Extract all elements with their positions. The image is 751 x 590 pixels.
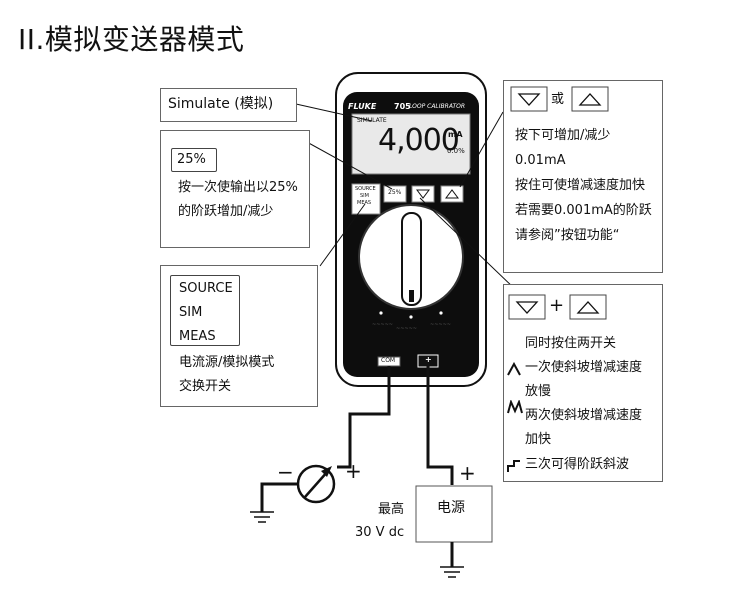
callout-simulate-text: Simulate (模拟) <box>168 96 274 112</box>
meter-model: 705 <box>394 102 411 111</box>
leader-percent <box>295 135 393 190</box>
callout-mode-key2: SIM <box>179 305 203 320</box>
callout-combo-desc1: 同时按住两开关 <box>525 336 617 351</box>
percent-key <box>383 185 407 203</box>
supply-plus: + <box>459 461 476 485</box>
down-key <box>411 185 435 203</box>
leader-arrows-combo <box>419 197 517 291</box>
callout-arrows-or: 或 <box>551 92 565 107</box>
callout-arrows-desc4: 若需要0.001mA的阶跃 <box>515 203 652 218</box>
plus-wire <box>426 366 454 485</box>
callout-simulate <box>160 88 297 122</box>
supply-label: 电源 <box>437 500 465 516</box>
meter-brand: FLUKE <box>348 102 377 111</box>
plus-terminal-label: + <box>425 355 432 364</box>
callout-arrows-desc5: 请参阅”按钮功能“ <box>515 228 620 243</box>
up-arrow-keycap <box>571 86 609 112</box>
source-sim-meas-keycap <box>170 275 240 346</box>
down-arrow-keycap <box>510 86 548 112</box>
key-meas-label: MEAS <box>357 200 372 206</box>
callout-percent-key: 25% <box>177 152 206 167</box>
callout-combo-desc2: 一次使斜坡增减速度 <box>525 360 643 375</box>
step-ramp-icon <box>507 460 520 472</box>
callout-arrows-desc1: 按下可增加/减少 <box>515 128 611 143</box>
lcd-mode: SIMULATE <box>357 117 387 124</box>
leader-simulate <box>295 103 373 122</box>
leader-arrows-up <box>459 111 504 188</box>
combo-up-icon <box>576 301 600 314</box>
svg-text:~~~~~: ~~~~~ <box>430 322 451 328</box>
callout-arrows-desc3: 按住可使增减速度加快 <box>515 178 646 193</box>
up-key-icon <box>445 189 459 199</box>
callout-percent-desc1: 按一次使输出以25% <box>178 180 298 195</box>
combo-down-icon <box>515 301 539 314</box>
dial-knob <box>401 212 422 306</box>
svg-text:~~~~~: ~~~~~ <box>372 322 393 328</box>
combo-keycaps <box>508 294 607 320</box>
dial-pointer <box>409 290 414 302</box>
lcd-unit: mA <box>448 130 463 139</box>
up-key <box>440 185 464 203</box>
lcd-percent: 0.0% <box>447 147 465 155</box>
callout-mode-key1: SOURCE <box>179 281 233 296</box>
callout-arrows-desc2: 0.01mA <box>515 153 566 168</box>
callout-percent-desc2: 的阶跃增加/减少 <box>178 204 274 219</box>
percent-key-icon <box>171 148 217 172</box>
voltage-label: 30 V dc <box>355 525 405 540</box>
com-terminal-label: COM <box>381 357 396 364</box>
callout-combo-desc4: 两次使斜坡增减速度 <box>525 408 643 423</box>
up-triangle-icon <box>578 93 602 106</box>
key-sim-label: SIM <box>360 193 369 199</box>
svg-text:~~~~~: ~~~~~ <box>396 326 417 332</box>
callout-combo-desc5: 加快 <box>525 432 552 447</box>
lcd-value: 4,000 <box>378 123 460 158</box>
combo-plus-sign: + <box>549 295 565 316</box>
callout-mode-desc1: 电流源/模拟模式 <box>179 355 275 370</box>
meter-ground-wire <box>260 482 299 512</box>
lcd-display <box>351 113 471 175</box>
key-source-label: SOURCE <box>355 186 376 192</box>
leader-mode <box>319 203 366 267</box>
ammeter-plus: + <box>345 459 362 483</box>
callout-mode-desc2: 交换开关 <box>179 379 232 394</box>
down-triangle-icon <box>517 93 541 106</box>
callout-combo-desc3: 放慢 <box>525 384 552 399</box>
callout-mode-key3: MEAS <box>179 329 216 344</box>
source-sim-meas-key <box>351 183 381 215</box>
combo-down-keycap <box>508 294 546 320</box>
callout-arrows <box>503 80 663 273</box>
down-key-icon <box>416 189 430 199</box>
com-wire <box>337 366 391 469</box>
callout-combo-desc6: 三次可得阶跃斜波 <box>525 457 630 472</box>
power-supply-box <box>415 485 493 543</box>
key-25-label: 25% <box>388 189 402 196</box>
combo-up-keycap <box>569 294 607 320</box>
page-title: II.模拟变送器模式 <box>18 23 245 56</box>
fast-ramp-icon <box>507 400 523 414</box>
meter-model-sub: LOOP CALIBRATOR <box>409 103 466 110</box>
arrow-keycaps <box>510 86 609 112</box>
slow-ramp-icon <box>507 362 521 376</box>
ammeter-minus: − <box>277 460 294 484</box>
max-voltage-label: 最高 <box>378 502 405 517</box>
